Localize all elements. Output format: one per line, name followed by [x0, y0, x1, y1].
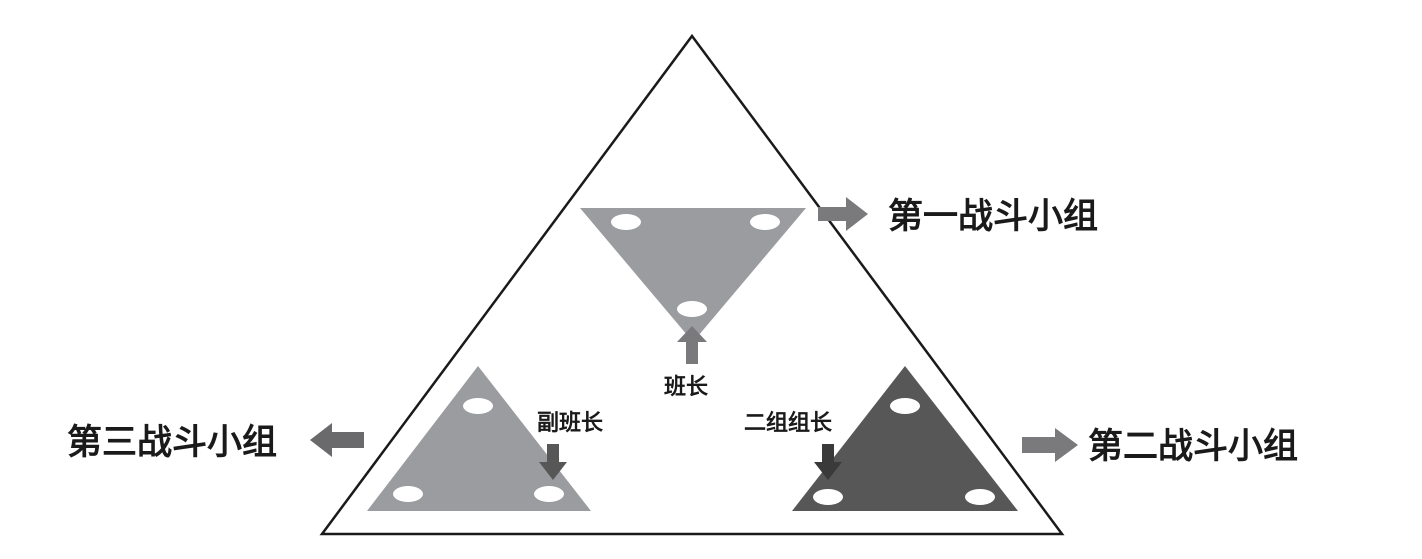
arrow-down-icon [814, 444, 842, 480]
label-first-group: 第一战斗小组 [888, 197, 1098, 237]
second-group-triangle [792, 366, 1018, 511]
third-group-triangle [367, 366, 591, 511]
arrow-down-icon [539, 444, 567, 480]
member-dot [890, 398, 920, 414]
member-dot [611, 214, 641, 230]
arrow-right-icon [1022, 428, 1078, 462]
member-dot [750, 214, 780, 230]
label-vice-monitor: 副班长 [537, 411, 604, 436]
arrow-left-icon [310, 423, 364, 457]
label-second-group: 第二战斗小组 [1088, 427, 1298, 467]
arrow-up-icon [677, 326, 707, 364]
arrow-right-icon [818, 197, 868, 231]
member-dot [463, 398, 493, 414]
label-third-group: 第三战斗小组 [67, 423, 277, 463]
label-monitor: 班长 [664, 375, 709, 400]
member-dot [965, 489, 995, 505]
member-dot [534, 486, 564, 502]
member-dot [393, 486, 423, 502]
member-dot [677, 301, 707, 317]
first-group-triangle [580, 208, 806, 342]
member-dot [813, 489, 843, 505]
label-group-two-leader: 二组组长 [744, 410, 833, 436]
